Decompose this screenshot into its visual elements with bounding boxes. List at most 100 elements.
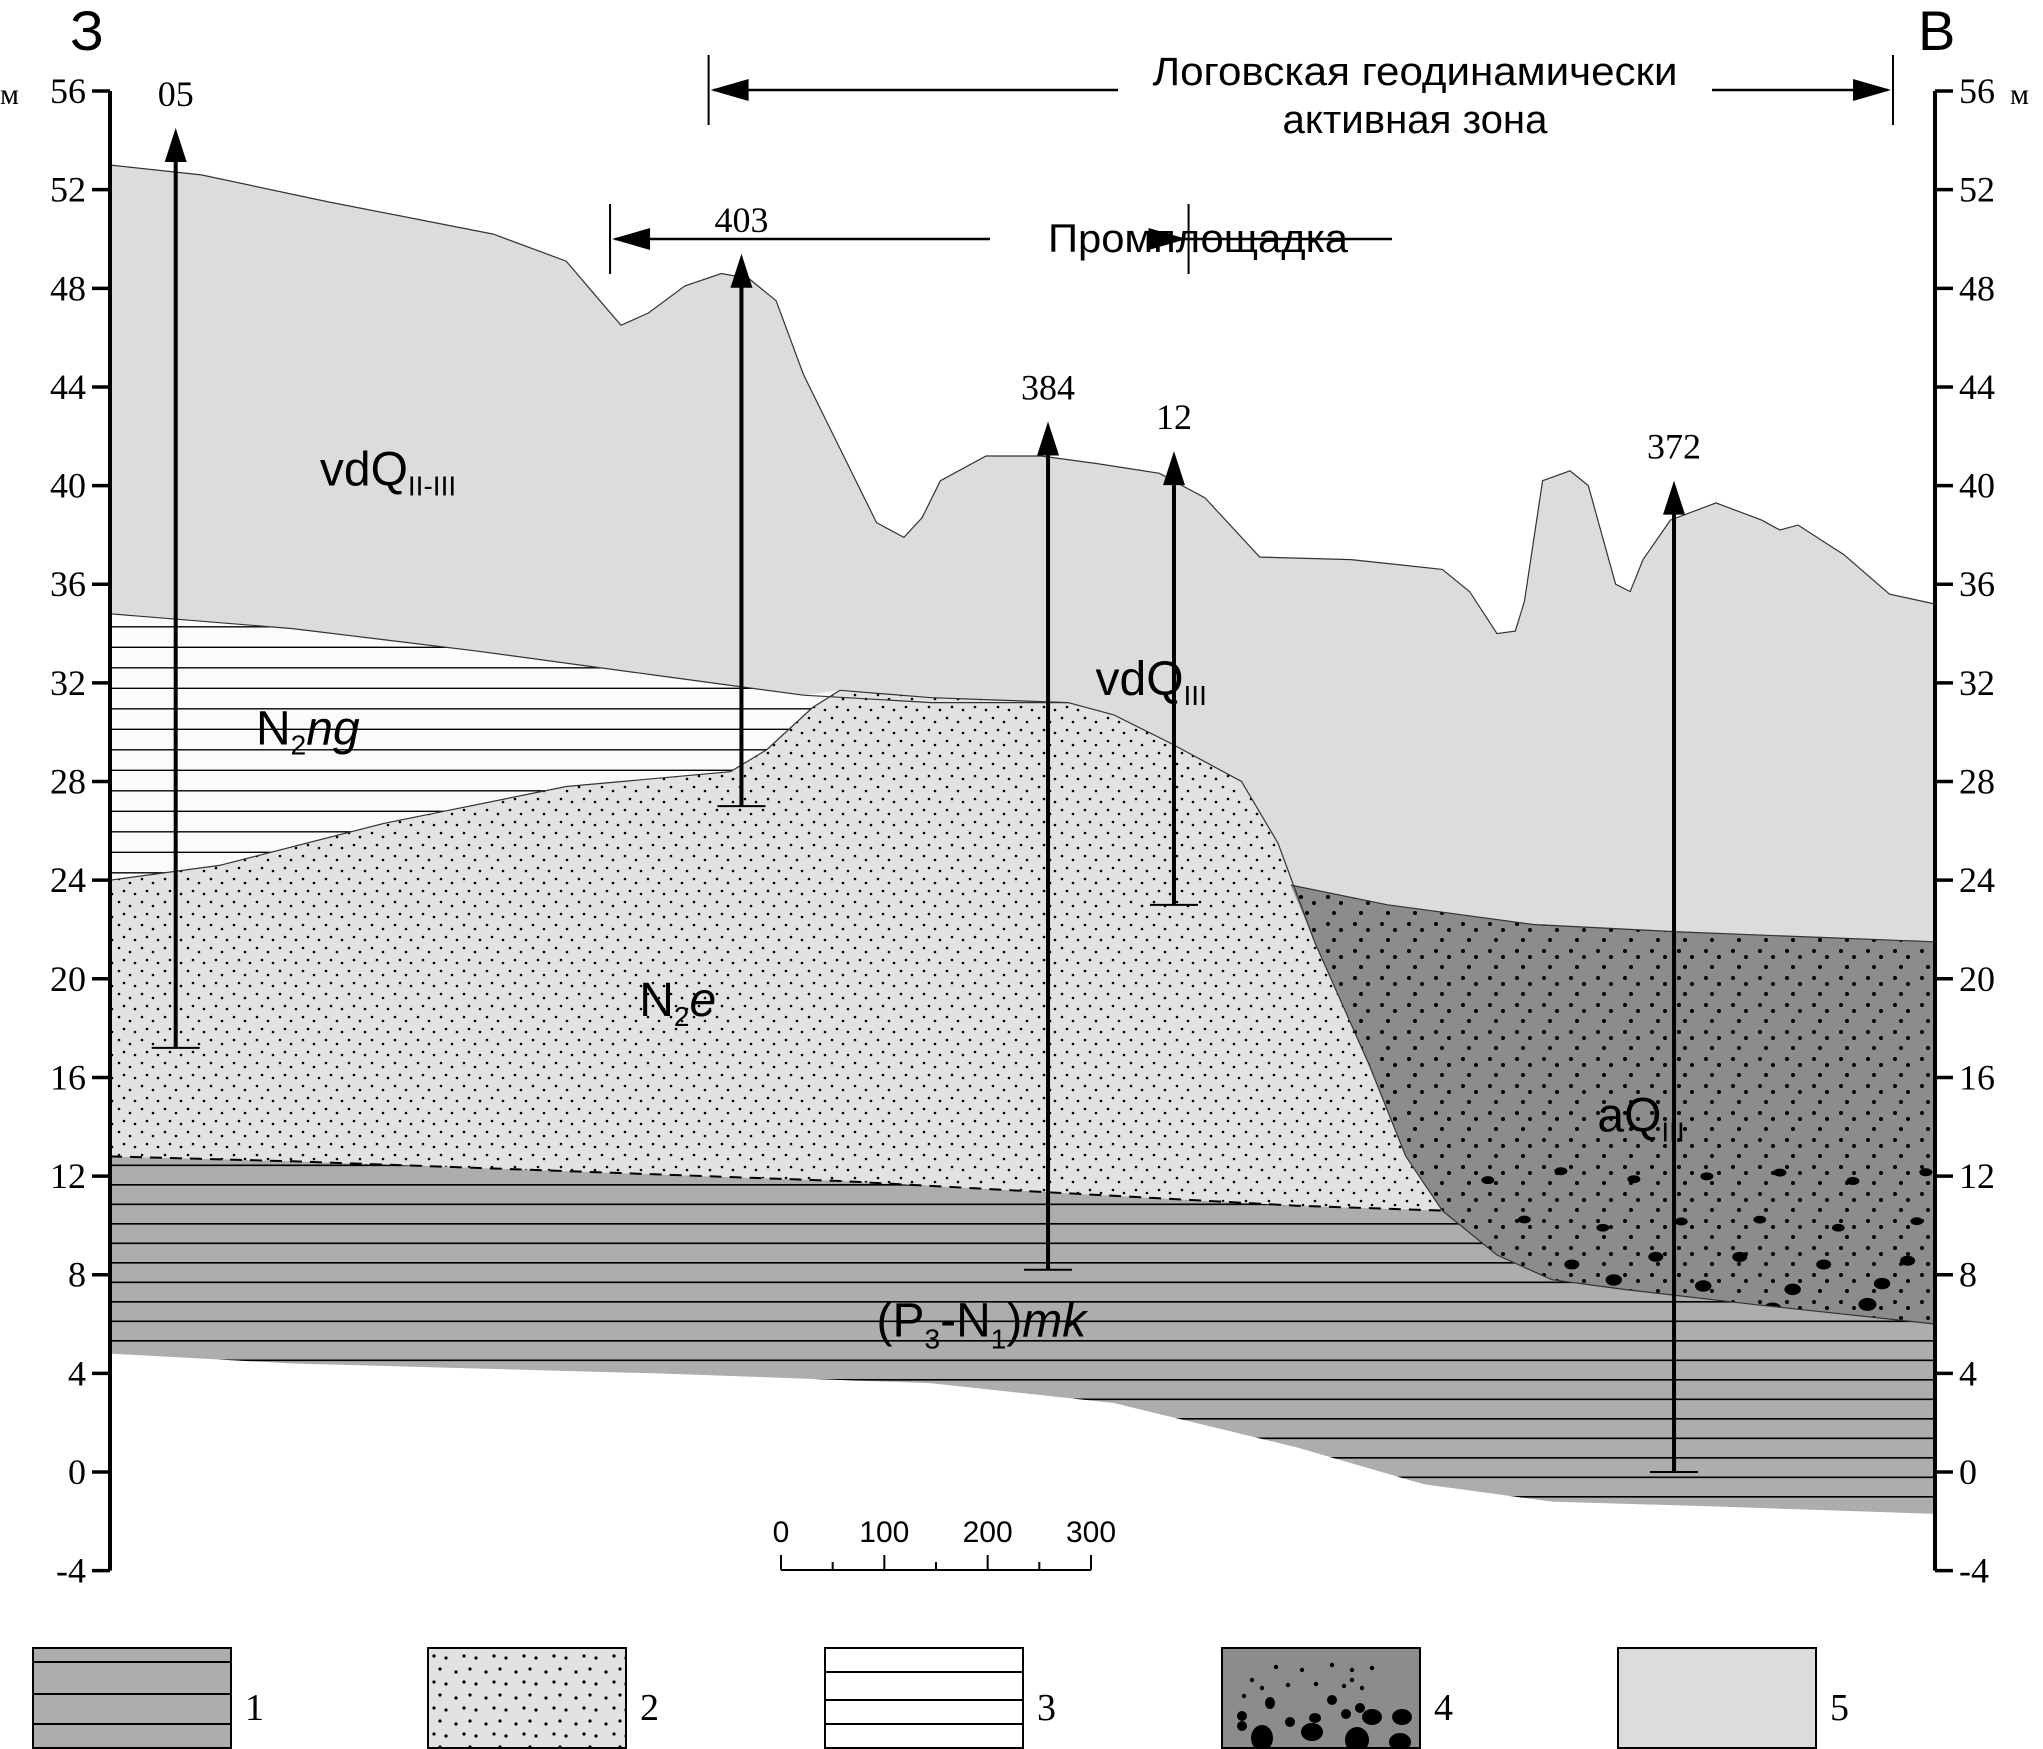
- pebble: [1753, 1215, 1767, 1224]
- borehole-label: 372: [1647, 427, 1701, 467]
- legend-item-2: 2: [427, 1647, 659, 1749]
- pebble: [1648, 1251, 1664, 1262]
- pebble: [1674, 1217, 1688, 1226]
- zone-title-line2: активная зона: [1283, 98, 1549, 142]
- pebble: [1481, 1176, 1495, 1185]
- label-subscript: 2: [674, 1001, 690, 1032]
- borehole-372: 372: [1647, 427, 1701, 1473]
- layer-n2ng: [110, 613, 840, 881]
- formation-label-vdq-ii-iii: vdQII-III: [320, 444, 456, 502]
- axis-tick-label: 8: [68, 1255, 86, 1295]
- arrow-left-icon: [710, 79, 749, 101]
- borehole-12: 12: [1149, 397, 1198, 906]
- formation-label-n2ng: N2ng: [256, 703, 360, 761]
- label-subscript: III: [1184, 680, 1207, 711]
- axis-tick-label: 0: [1959, 1452, 1977, 1492]
- axis-tick-label: 8: [1959, 1255, 1977, 1295]
- legend-item-1: 1: [32, 1647, 264, 1749]
- legend-swatch-border: [1221, 1647, 1421, 1749]
- west-direction-label: З: [70, 0, 104, 62]
- axis-tick-label: 12: [1959, 1156, 1995, 1196]
- borehole-label: 384: [1021, 367, 1075, 407]
- legend-pebble-large: [1285, 1717, 1295, 1727]
- formation-label-vdq-iii: vdQIII: [1096, 653, 1207, 711]
- label-text: N: [256, 703, 291, 756]
- legend-number: 3: [1037, 1687, 1056, 1729]
- axis-tick-label: 40: [50, 466, 86, 506]
- aq-base-line: [1441, 1210, 1936, 1325]
- label-italic: ng: [306, 703, 360, 756]
- legend-pebble-small: [1285, 1682, 1291, 1688]
- axis-tick-label: 4: [68, 1353, 86, 1393]
- legend-pebble-large: [1392, 1709, 1412, 1725]
- legend-item-3: 3: [824, 1647, 1056, 1749]
- scale-tick-label: 300: [1066, 1516, 1116, 1549]
- label-text: vdQ: [1096, 653, 1184, 706]
- pebble: [1858, 1297, 1877, 1311]
- legend-swatch-border: [32, 1647, 232, 1749]
- right-axis-unit: м: [2010, 78, 2029, 111]
- legend-pebble-large: [1327, 1695, 1337, 1705]
- legend-item-5: 5: [1617, 1647, 1849, 1749]
- legend-pebble-small: [1359, 1685, 1365, 1691]
- legend-swatch: [825, 1648, 1023, 1748]
- formation-label-p3-n1-mk: (P3-N1)mk: [877, 1294, 1090, 1354]
- pebble: [1564, 1259, 1580, 1270]
- zone-title: Промплощадка: [1048, 217, 1349, 261]
- pebble: [1732, 1251, 1748, 1262]
- axis-tick-label: 48: [1959, 268, 1995, 308]
- pebble: [1900, 1255, 1916, 1266]
- layer-aq-iii-dots: [1290, 885, 1935, 1325]
- legend-swatch-border: [1617, 1647, 1817, 1749]
- legend-swatch-border: [824, 1647, 1024, 1749]
- pebble: [1773, 1168, 1787, 1177]
- pebble: [1784, 1283, 1801, 1296]
- legend-pebble-large: [1309, 1713, 1321, 1723]
- legend-pebble-small: [1249, 1677, 1255, 1683]
- layer-p3-n1-mk: [110, 1156, 1935, 1514]
- arrow-right-icon: [1148, 228, 1187, 250]
- legend-number: 2: [640, 1687, 659, 1729]
- legend-pebble-small: [1273, 1664, 1279, 1670]
- pebble: [1910, 1217, 1924, 1226]
- pebble: [1596, 1223, 1610, 1232]
- borehole-05: 05: [151, 74, 200, 1049]
- pebble: [1700, 1172, 1714, 1181]
- left-axis-unit: м: [0, 78, 19, 111]
- axis-tick-label: 16: [1959, 1057, 1995, 1097]
- axis-tick-label: 56: [50, 71, 86, 111]
- label-subscript: III: [1661, 1117, 1684, 1148]
- label-subscript: 2: [291, 730, 307, 761]
- legend-pebble-large: [1345, 1727, 1369, 1749]
- legend-pebble-small: [1349, 1677, 1355, 1683]
- legend-pebble-small: [1313, 1681, 1319, 1687]
- vdq-base-line: [109, 613, 1069, 704]
- scale-tick-label: 0: [773, 1516, 790, 1549]
- borehole-403: 403: [714, 200, 768, 808]
- axis-tick-label: 56: [1959, 71, 1995, 111]
- pebble: [1831, 1223, 1845, 1232]
- axis-tick-label: 44: [1959, 367, 1995, 407]
- borehole-384: 384: [1021, 367, 1075, 1271]
- axis-tick-label: 28: [50, 762, 86, 802]
- axis-tick-label: 12: [50, 1156, 86, 1196]
- legend-pebble-small: [1241, 1693, 1247, 1699]
- legend-pebble-small: [1329, 1662, 1335, 1668]
- borehole-label: 12: [1156, 397, 1192, 437]
- label-text: -N: [940, 1294, 991, 1347]
- boreholes: 05 403 384 12 372: [151, 74, 1701, 1473]
- arrow-left-icon: [612, 228, 651, 250]
- legend-pebble-large: [1389, 1733, 1411, 1749]
- legend-pebble-small: [1349, 1667, 1355, 1673]
- legend-pebble-large: [1265, 1697, 1275, 1709]
- legend-pebble-large: [1237, 1711, 1247, 1721]
- axis-tick-label: 44: [50, 367, 86, 407]
- pebble: [1846, 1177, 1860, 1186]
- axis-tick-label: 20: [1959, 959, 1995, 999]
- axis-tick-label: 40: [1959, 466, 1995, 506]
- axis-tick-label: 24: [1959, 860, 1995, 900]
- ground-surface-line: [109, 164, 1936, 635]
- pebble: [1517, 1215, 1531, 1224]
